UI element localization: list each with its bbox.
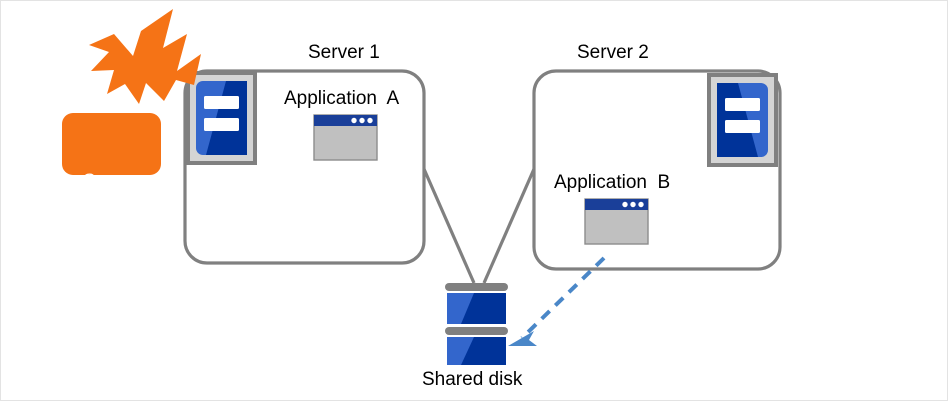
shared-disk-label: Shared disk [422,369,523,390]
server-rack-icon [707,73,778,167]
server-down-badge[interactable] [62,113,161,175]
connector-server2-to-disk [482,168,536,284]
connector-server1-to-disk [422,168,476,284]
server-2-title: Server 2 [577,42,649,63]
server-down-line-1: Server [83,171,139,192]
app-window-icon [584,198,649,245]
lightning-burst-icon [89,9,201,104]
server-down-line-2: down [88,240,134,261]
failover-arrow [508,256,606,346]
app-window-icon [313,114,378,161]
application-b-label: Application B [554,172,671,193]
server-1-title: Server 1 [308,42,380,63]
server-rack-icon [186,71,257,165]
application-a-label: Application A [284,88,400,109]
disk-stack-icon [445,283,508,365]
server-down-badge-label[interactable]: Server down [66,124,156,308]
